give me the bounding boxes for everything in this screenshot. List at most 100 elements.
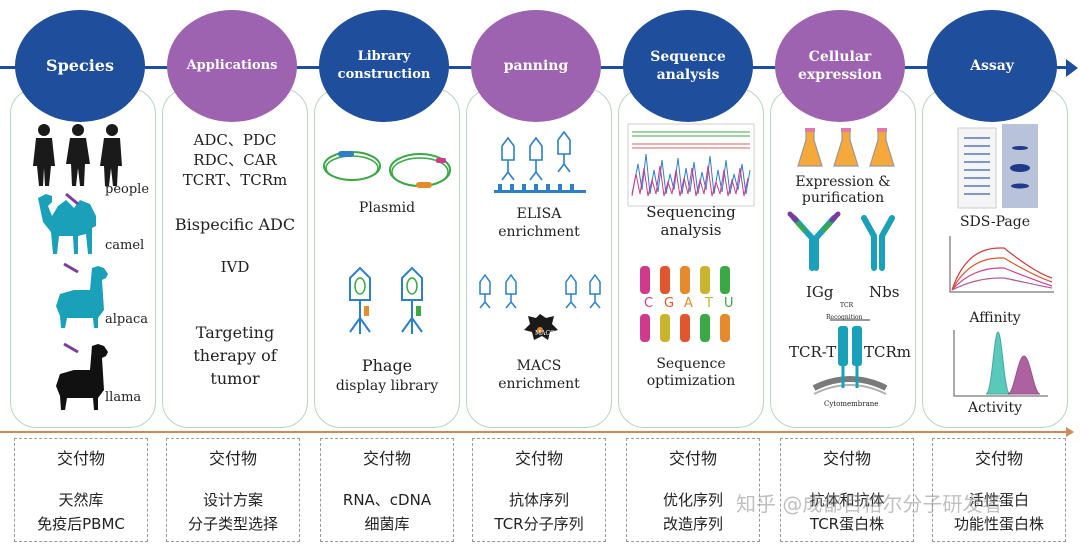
macs-bead-label: MACS: [535, 330, 555, 337]
stage-sequence-analysis: Sequence analysis: [623, 10, 753, 122]
deliverable-line-2: 功能性蛋白株: [953, 515, 1044, 533]
deliverable-line-1: 优化序列: [662, 491, 723, 509]
deliverable-line-2: 细菌库: [364, 515, 410, 533]
label-sequencing-analysis: analysis: [660, 221, 722, 239]
tcr-icon: [812, 319, 888, 395]
deliverable-line-1: 抗体和抗体: [809, 491, 885, 509]
sds-page-icon: [957, 124, 1038, 209]
app-line-rdc-car: RDC、CAR: [193, 151, 277, 169]
flask-icon: [797, 128, 895, 167]
camel-icon: [38, 192, 96, 254]
deliverable-library: 交付物 RNA、cDNA 细菌库: [320, 438, 454, 542]
label-alpaca: alpaca: [105, 312, 149, 327]
label-macs-enrichment: enrichment: [498, 376, 580, 392]
label-purification: purification: [801, 190, 885, 206]
label-plasmid: Plasmid: [358, 200, 416, 216]
deliverable-assay: 交付物 活性蛋白 功能性蛋白株: [932, 438, 1066, 542]
deliverable-line-2: 免疫后PBMC: [37, 515, 125, 533]
deliverable-line-1: 天然库: [58, 491, 104, 509]
deliverable-head: 交付物: [56, 449, 105, 468]
affinity-chart-icon: [949, 236, 1054, 293]
letter-a: A: [684, 296, 693, 311]
panel-library: [314, 88, 460, 428]
label-recognition: Recognition: [826, 314, 863, 321]
label-sequence-optimization: optimization: [646, 373, 736, 389]
deliverable-line-1: 抗体序列: [508, 491, 569, 509]
panel-applications: [162, 88, 308, 428]
phage-icon: [349, 266, 423, 334]
app-targeting-3: tumor: [210, 369, 260, 388]
letter-t: T: [705, 296, 713, 311]
label-sequence-opt: Sequence: [656, 356, 726, 372]
deliverables-line: [0, 431, 1068, 433]
plasmid-icon: [323, 151, 451, 188]
stage-library-construction: Library construction: [319, 10, 449, 122]
deliverable-head: 交付物: [822, 449, 871, 468]
letter-u: U: [724, 296, 734, 311]
deliverable-line-2: 分子类型选择: [187, 515, 278, 533]
panel-panning: [466, 88, 612, 428]
timeline-arrowhead: [1066, 59, 1078, 77]
watermark-text: 知乎 @成都百格尔分子研发者: [736, 492, 1003, 516]
label-tcr-t: TCR-T: [789, 343, 837, 361]
label-people: people: [105, 182, 150, 197]
antibody-icon: [787, 211, 895, 271]
llama-icon: [56, 342, 108, 410]
activity-chart-icon: [953, 330, 1048, 397]
deliverable-head: 交付物: [668, 449, 717, 468]
stage-species: Species: [15, 10, 145, 122]
label-macs: MACS: [516, 358, 562, 374]
label-tcr: TCR: [840, 302, 854, 309]
label-phage: Phage: [361, 356, 413, 375]
deliverable-head: 交付物: [514, 449, 563, 468]
deliverable-head: 交付物: [974, 449, 1023, 468]
letter-c: C: [644, 296, 654, 311]
stage-applications: Applications: [167, 10, 297, 122]
letter-g: G: [664, 296, 675, 311]
deliverable-applications: 交付物 设计方案 分子类型选择: [166, 438, 300, 542]
deliverable-line-2: TCR蛋白株: [809, 515, 885, 533]
label-elisa-enrichment: enrichment: [498, 224, 580, 240]
deliverable-sequence: 交付物 优化序列 改造序列: [626, 438, 760, 542]
deliverables-arrowhead: [1066, 427, 1074, 437]
label-display-library: display library: [335, 378, 439, 394]
deliverable-line-1: RNA、cDNA: [342, 491, 432, 509]
label-igg: IGg: [806, 283, 834, 301]
app-bispecific-adc: Bispecific ADC: [174, 215, 296, 234]
label-camel: camel: [105, 238, 145, 253]
label-elisa: ELISA: [516, 206, 562, 222]
deliverable-species: 交付物 天然库 免疫后PBMC: [14, 438, 148, 542]
label-sequencing: Sequencing: [646, 203, 736, 221]
deliverable-line-2: 改造序列: [662, 515, 723, 533]
deliverable-head: 交付物: [208, 449, 257, 468]
deliverable-line-1: 活性蛋白: [968, 491, 1029, 509]
deliverable-cellular: 交付物 抗体和抗体 TCR蛋白株: [780, 438, 914, 542]
app-ivd: IVD: [220, 258, 250, 276]
deliverable-line-2: TCR分子序列: [494, 515, 584, 533]
chromatogram-icon: [627, 123, 755, 207]
app-targeting-1: Targeting: [195, 323, 275, 342]
stage-panning: panning: [471, 10, 601, 122]
macs-icon: [479, 273, 601, 340]
label-tcrm: TCRm: [864, 343, 911, 361]
label-expression: Expression &: [795, 174, 891, 190]
label-sds-page: SDS-Page: [959, 214, 1031, 230]
elisa-icon: [494, 130, 586, 193]
nucleotide-icon: [640, 266, 730, 342]
people-icon: [33, 124, 122, 186]
label-cytomembrane: Cytomembrane: [824, 400, 879, 408]
deliverable-head: 交付物: [362, 449, 411, 468]
label-llama: llama: [105, 390, 142, 405]
label-nbs: Nbs: [869, 283, 900, 301]
app-targeting-2: therapy of: [193, 346, 277, 365]
stage-cellular-expression: Cellular expression: [775, 10, 905, 122]
stage-assay: Assay: [927, 10, 1057, 122]
alpaca-icon: [56, 262, 108, 328]
app-line-tcrt-tcrm: TCRT、TCRm: [182, 171, 288, 189]
deliverable-panning: 交付物 抗体序列 TCR分子序列: [472, 438, 606, 542]
deliverable-line-1: 设计方案: [202, 491, 263, 509]
label-affinity: Affinity: [969, 310, 1021, 326]
app-line-adc-pdc: ADC、PDC: [193, 131, 277, 149]
label-activity: Activity: [968, 400, 1022, 416]
